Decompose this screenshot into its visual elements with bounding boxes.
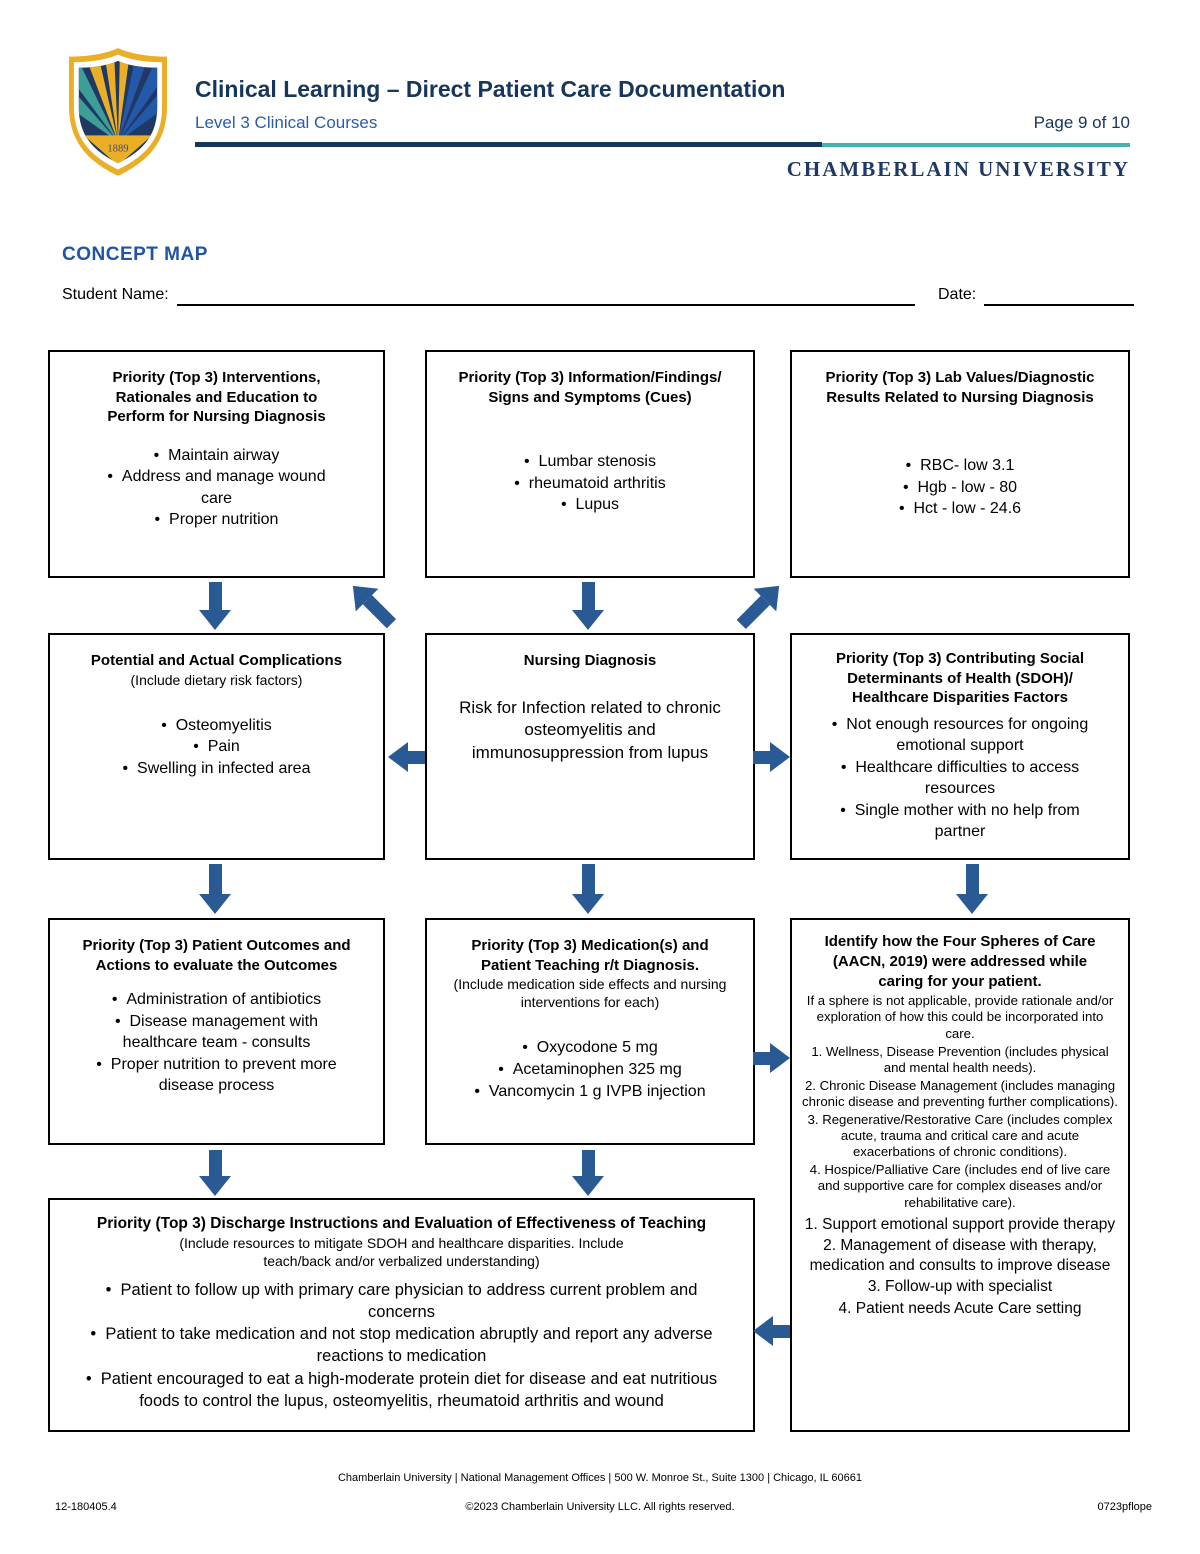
box-medications: Priority (Top 3) Medication(s) and Patie… <box>425 918 755 1145</box>
bullet-item: Lupus <box>450 494 730 516</box>
box-discharge-title: Priority (Top 3) Discharge Instructions … <box>96 1215 707 1232</box>
box-complications-title: Potential and Actual Complications <box>90 652 343 669</box>
box-complications: Potential and Actual Complications (Incl… <box>48 633 385 860</box>
date-line <box>984 304 1134 306</box>
student-name-label: Student Name: <box>62 286 169 303</box>
four-spheres-answers: 1. Support emotional support provide the… <box>802 1215 1118 1319</box>
footer-code: 0723pflope <box>1097 1501 1152 1513</box>
box-complications-subtitle: (Include dietary risk factors) <box>130 671 303 688</box>
page-number: Page 9 of 10 <box>1033 113 1130 132</box>
box-interventions-title: Priority (Top 3) Interventions, Rational… <box>107 369 326 425</box>
bullet-item: Proper nutrition <box>96 509 338 531</box>
sphere-definition: 3. Regenerative/Restorative Care (includ… <box>807 1112 1113 1160</box>
bullet-item: Administration of antibiotics <box>80 989 354 1011</box>
sphere-answer: 2. Management of disease with therapy, m… <box>809 1237 1111 1274</box>
arrow-down-interventions-to-complications-icon <box>199 582 231 630</box>
header-rule-navy-segment <box>195 142 822 147</box>
box-medications-title: Priority (Top 3) Medication(s) and Patie… <box>471 937 709 974</box>
arrow-down-sdoh-to-spheres-icon <box>956 864 988 914</box>
box-interventions: Priority (Top 3) Interventions, Rational… <box>48 350 385 578</box>
chamberlain-shield-logo-icon: 1889 <box>64 46 172 178</box>
box-four-spheres-title: Identify how the Four Spheres of Care (A… <box>824 933 1096 990</box>
box-nursing-diagnosis: Nursing Diagnosis Risk for Infection rel… <box>425 633 755 860</box>
sphere-definition: 1. Wellness, Disease Prevention (include… <box>811 1043 1109 1075</box>
box-discharge: Priority (Top 3) Discharge Instructions … <box>48 1198 755 1432</box>
box-interventions-list: Maintain airway Address and manage wound… <box>96 445 338 531</box>
arrow-diagonal-diagnosis-to-labs-icon <box>730 574 791 636</box>
arrow-down-complications-to-outcomes-icon <box>199 864 231 914</box>
bullet-item: Osteomyelitis <box>72 715 362 737</box>
bullet-item: Hgb - low - 80 <box>850 477 1070 499</box>
arrow-down-medications-to-discharge-icon <box>572 1150 604 1196</box>
arrow-down-outcomes-to-discharge-icon <box>199 1150 231 1196</box>
box-medications-subtitle: (Include medication side effects and nur… <box>453 976 727 1011</box>
header-rule-teal-segment <box>822 143 1130 147</box>
bullet-item: Disease management with healthcare team … <box>80 1011 354 1054</box>
bullet-item: Maintain airway <box>96 445 338 467</box>
box-outcomes-list: Administration of antibiotics Disease ma… <box>80 989 354 1097</box>
header-rule <box>195 142 1130 147</box>
box-complications-list: Osteomyelitis Pain Swelling in infected … <box>72 715 362 780</box>
bullet-item: Acetaminophen 325 mg <box>460 1059 720 1081</box>
bullet-item: Oxycodone 5 mg <box>460 1037 720 1059</box>
bullet-item: Patient to take medication and not stop … <box>84 1323 720 1368</box>
box-sdoh-title: Priority (Top 3) Contributing Social Det… <box>835 650 1085 706</box>
box-findings-title: Priority (Top 3) Information/Findings/ S… <box>458 369 722 406</box>
box-labs-list: RBC- low 3.1 Hgb - low - 80 Hct - low - … <box>850 455 1070 520</box>
box-discharge-subtitle: (Include resources to mitigate SDOH and … <box>179 1235 624 1270</box>
bullet-item: Patient to follow up with primary care p… <box>84 1279 720 1324</box>
bullet-item: Single mother with no help from partner <box>824 800 1096 843</box>
arrow-left-spheres-to-discharge-icon <box>753 1316 790 1346</box>
footer-address: Chamberlain University | National Manage… <box>337 1472 862 1484</box>
bullet-item: Pain <box>72 736 362 758</box>
sphere-answer: 3. Follow-up with specialist <box>867 1278 1053 1296</box>
bullet-item: rheumatoid arthritis <box>450 473 730 495</box>
arrow-right-medications-to-spheres-icon <box>753 1043 790 1073</box>
university-wordmark: CHAMBERLAIN UNIVERSITY <box>786 157 1130 181</box>
sphere-definition: 4. Hospice/Palliative Care (includes end… <box>809 1162 1111 1210</box>
footer-doc-number: 12-180405.4 <box>55 1501 117 1513</box>
bullet-item: Proper nutrition to prevent more disease… <box>80 1054 354 1097</box>
box-sdoh: Priority (Top 3) Contributing Social Det… <box>790 633 1130 860</box>
page-subtitle: Level 3 Clinical Courses <box>195 113 378 132</box>
bullet-item: Lumbar stenosis <box>450 451 730 473</box>
bullet-item: Healthcare difficulties to access resour… <box>824 757 1096 800</box>
bullet-item: Vancomycin 1 g IVPB injection <box>460 1081 720 1103</box>
arrow-down-diagnosis-to-medications-icon <box>572 864 604 914</box>
box-sdoh-list: Not enough resources for ongoing emotion… <box>824 714 1096 844</box>
box-findings: Priority (Top 3) Information/Findings/ S… <box>425 350 755 578</box>
date-label: Date: <box>938 286 977 303</box>
four-spheres-intro: If a sphere is not applicable, provide r… <box>806 993 1114 1041</box>
bullet-item: Address and manage wound care <box>96 466 338 509</box>
sphere-definition: 2. Chronic Disease Management (includes … <box>802 1077 1118 1109</box>
footer-copyright: ©2023 Chamberlain University LLC. All ri… <box>465 1501 735 1513</box>
box-nursing-diagnosis-title: Nursing Diagnosis <box>523 652 657 669</box>
bullet-item: RBC- low 3.1 <box>850 455 1070 477</box>
student-name-line <box>177 304 915 306</box>
bullet-item: Not enough resources for ongoing emotion… <box>824 714 1096 757</box>
box-outcomes: Priority (Top 3) Patient Outcomes and Ac… <box>48 918 385 1145</box>
box-findings-list: Lumbar stenosis rheumatoid arthritis Lup… <box>450 451 730 516</box>
page-title: Clinical Learning – Direct Patient Care … <box>195 76 786 102</box>
sphere-answer: 1. Support emotional support provide the… <box>804 1215 1116 1233</box>
arrow-right-diagnosis-to-sdoh-icon <box>753 742 790 772</box>
arrow-down-findings-to-diagnosis-icon <box>572 582 604 630</box>
bullet-item: Patient encouraged to eat a high-moderat… <box>84 1368 720 1413</box>
sphere-answer: 4. Patient needs Acute Care setting <box>838 1299 1082 1317</box>
box-discharge-list: Patient to follow up with primary care p… <box>84 1279 720 1413</box>
nursing-diagnosis-text: Risk for Infection related to chronic os… <box>459 697 721 763</box>
bullet-item: Swelling in infected area <box>72 758 362 780</box>
box-outcomes-title: Priority (Top 3) Patient Outcomes and Ac… <box>82 937 351 974</box>
box-medications-list: Oxycodone 5 mg Acetaminophen 325 mg Vanc… <box>460 1037 720 1102</box>
arrow-left-diagnosis-to-complications-icon <box>388 742 425 772</box>
arrow-diagonal-diagnosis-to-interventions-icon <box>341 574 403 636</box>
box-labs: Priority (Top 3) Lab Values/Diagnostic R… <box>790 350 1130 578</box>
bullet-item: Hct - low - 24.6 <box>850 498 1070 520</box>
box-four-spheres: Identify how the Four Spheres of Care (A… <box>790 918 1130 1432</box>
section-title: CONCEPT MAP <box>62 244 208 265</box>
box-labs-title: Priority (Top 3) Lab Values/Diagnostic R… <box>825 369 1095 406</box>
svg-text:1889: 1889 <box>107 143 128 154</box>
